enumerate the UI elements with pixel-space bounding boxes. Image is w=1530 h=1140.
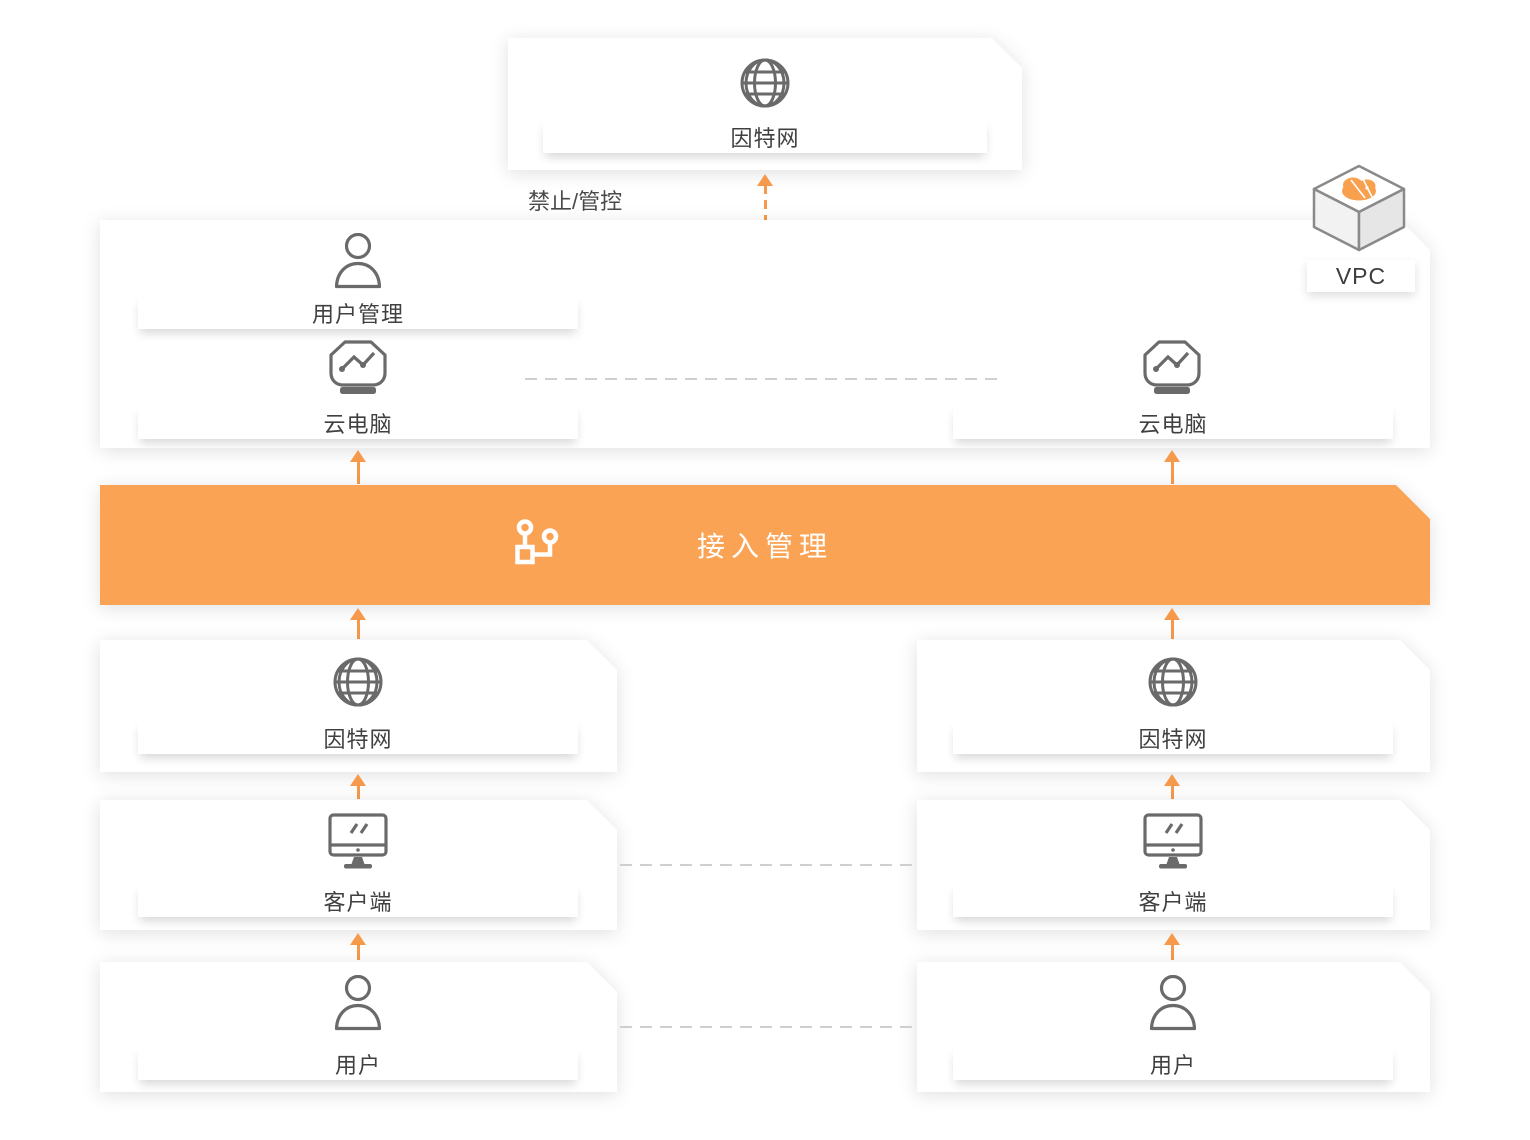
person-icon [333,233,383,289]
left-internet-card: 因特网 [100,640,617,772]
flow-arrow [1164,933,1180,960]
user-link-dashed-line [620,1026,915,1028]
left-client-card: 客户端 [100,800,617,930]
person-icon [1148,975,1198,1031]
right-internet-card: 因特网 [917,640,1430,772]
restriction-label: 禁止/管控 [528,189,623,214]
restricted-flow-arrow [757,174,773,220]
imac-monitor-icon [1142,812,1204,870]
left-user-label: 用户 [138,1047,578,1080]
left-user-card: 用户 [100,962,617,1092]
cloud-pc-link-dashed-line [525,378,1005,380]
client-link-dashed-line [620,864,915,866]
isometric-cube-cloud-icon [1310,164,1408,252]
imac-monitor-icon [327,812,389,870]
access-management-label: 接入管理 [696,531,833,562]
flow-arrow [350,933,366,960]
flow-arrow [350,774,366,799]
right-client-label: 客户端 [953,884,1393,917]
monitor-chart-icon [325,338,391,398]
right-client-card: 客户端 [917,800,1430,930]
flow-arrow [1164,774,1180,799]
right-user-card: 用户 [917,962,1430,1092]
flow-arrow [1164,608,1180,639]
monitor-chart-icon [1139,338,1205,398]
arrow-head-icon [757,174,773,186]
top-internet-label: 因特网 [543,120,987,153]
flow-arrow [1164,450,1180,484]
arrow-shaft [763,185,767,220]
vpc-panel: 用户管理 云电脑 云电脑 [100,220,1430,448]
right-user-label: 用户 [953,1047,1393,1080]
branch-icon [513,518,565,570]
globe-icon [738,56,792,110]
flow-arrow [350,608,366,639]
cloud-pc-left-label: 云电脑 [138,406,578,439]
right-internet-label: 因特网 [953,721,1393,754]
left-client-label: 客户端 [138,884,578,917]
left-internet-label: 因特网 [138,721,578,754]
flow-arrow [350,450,366,484]
vpc-cloud-glyph [1342,176,1376,201]
globe-icon [1146,655,1200,709]
access-management-banner: 接入管理 [100,485,1430,605]
person-icon [333,975,383,1031]
globe-icon [331,655,385,709]
cloud-pc-right-label: 云电脑 [953,406,1393,439]
vpc-badge: VPC [1307,260,1415,292]
user-management-label: 用户管理 [138,296,578,329]
top-internet-card: 因特网 [508,38,1022,170]
